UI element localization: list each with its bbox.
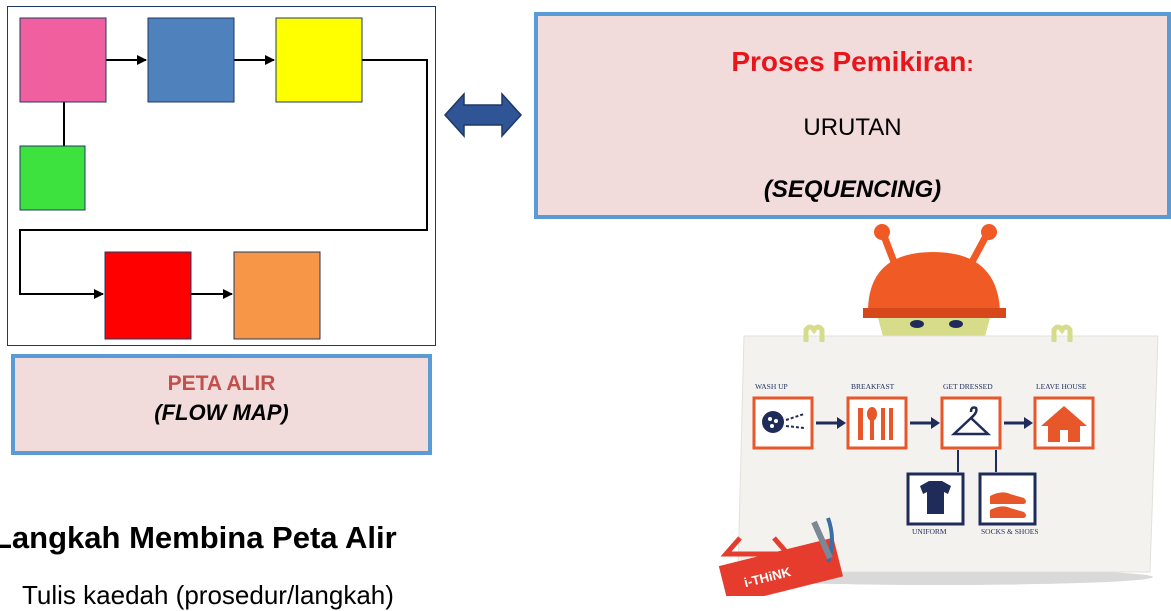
flow-box-orange	[233, 251, 321, 340]
step-uniform	[906, 472, 965, 526]
step-leave-house	[1033, 396, 1095, 450]
board	[737, 335, 1159, 573]
flow-map-label-title: PETA ALIR	[167, 372, 276, 395]
ithink-illustration: WASH UP BREAKFAST GET DRESSED LEAVE HOUS…	[718, 224, 1159, 596]
ithink-toolbox	[718, 517, 843, 596]
robot-hands	[803, 324, 1073, 342]
flow-map-diagram	[19, 17, 428, 340]
flow-box-pink	[19, 17, 107, 103]
process-value: URUTAN	[803, 114, 902, 141]
label-leave-house: LEAVE HOUSE	[1036, 382, 1087, 391]
step-breakfast	[846, 396, 908, 450]
double-arrow-icon	[444, 92, 522, 138]
robot-antennae	[874, 224, 997, 264]
process-title: Proses Pemikiran:	[538, 46, 1167, 78]
steps-heading: Langkah Membina Peta Alir	[0, 520, 397, 555]
label-get-dressed: GET DRESSED	[943, 382, 993, 391]
label-socks-shoes: SOCKS & SHOES	[981, 527, 1039, 536]
robot-head	[863, 252, 1006, 340]
thinking-process-box: Proses Pemikiran: URUTAN (SEQUENCING)	[534, 12, 1171, 219]
label-wash-up: WASH UP	[755, 382, 788, 391]
label-uniform: UNIFORM	[912, 527, 947, 536]
process-title-text: Proses Pemikiran	[731, 46, 967, 77]
step-socks-shoes	[978, 472, 1037, 526]
process-subtitle: (SEQUENCING)	[763, 176, 942, 203]
connector-yellow-red	[19, 59, 428, 299]
flow-map-label-box: PETA ALIR (FLOW MAP)	[11, 354, 432, 455]
flow-box-green	[19, 145, 86, 211]
flow-box-red	[104, 251, 192, 340]
label-breakfast: BREAKFAST	[851, 382, 895, 391]
illustration-arrows	[816, 417, 1033, 472]
process-title-colon: :	[966, 51, 974, 76]
step-get-dressed	[940, 396, 1002, 450]
step-wash-up	[752, 396, 814, 450]
flow-map-label-subtitle: (FLOW MAP)	[154, 400, 289, 425]
flow-box-blue	[147, 17, 235, 103]
flow-map-panel	[7, 6, 436, 346]
flow-box-yellow	[275, 17, 363, 103]
